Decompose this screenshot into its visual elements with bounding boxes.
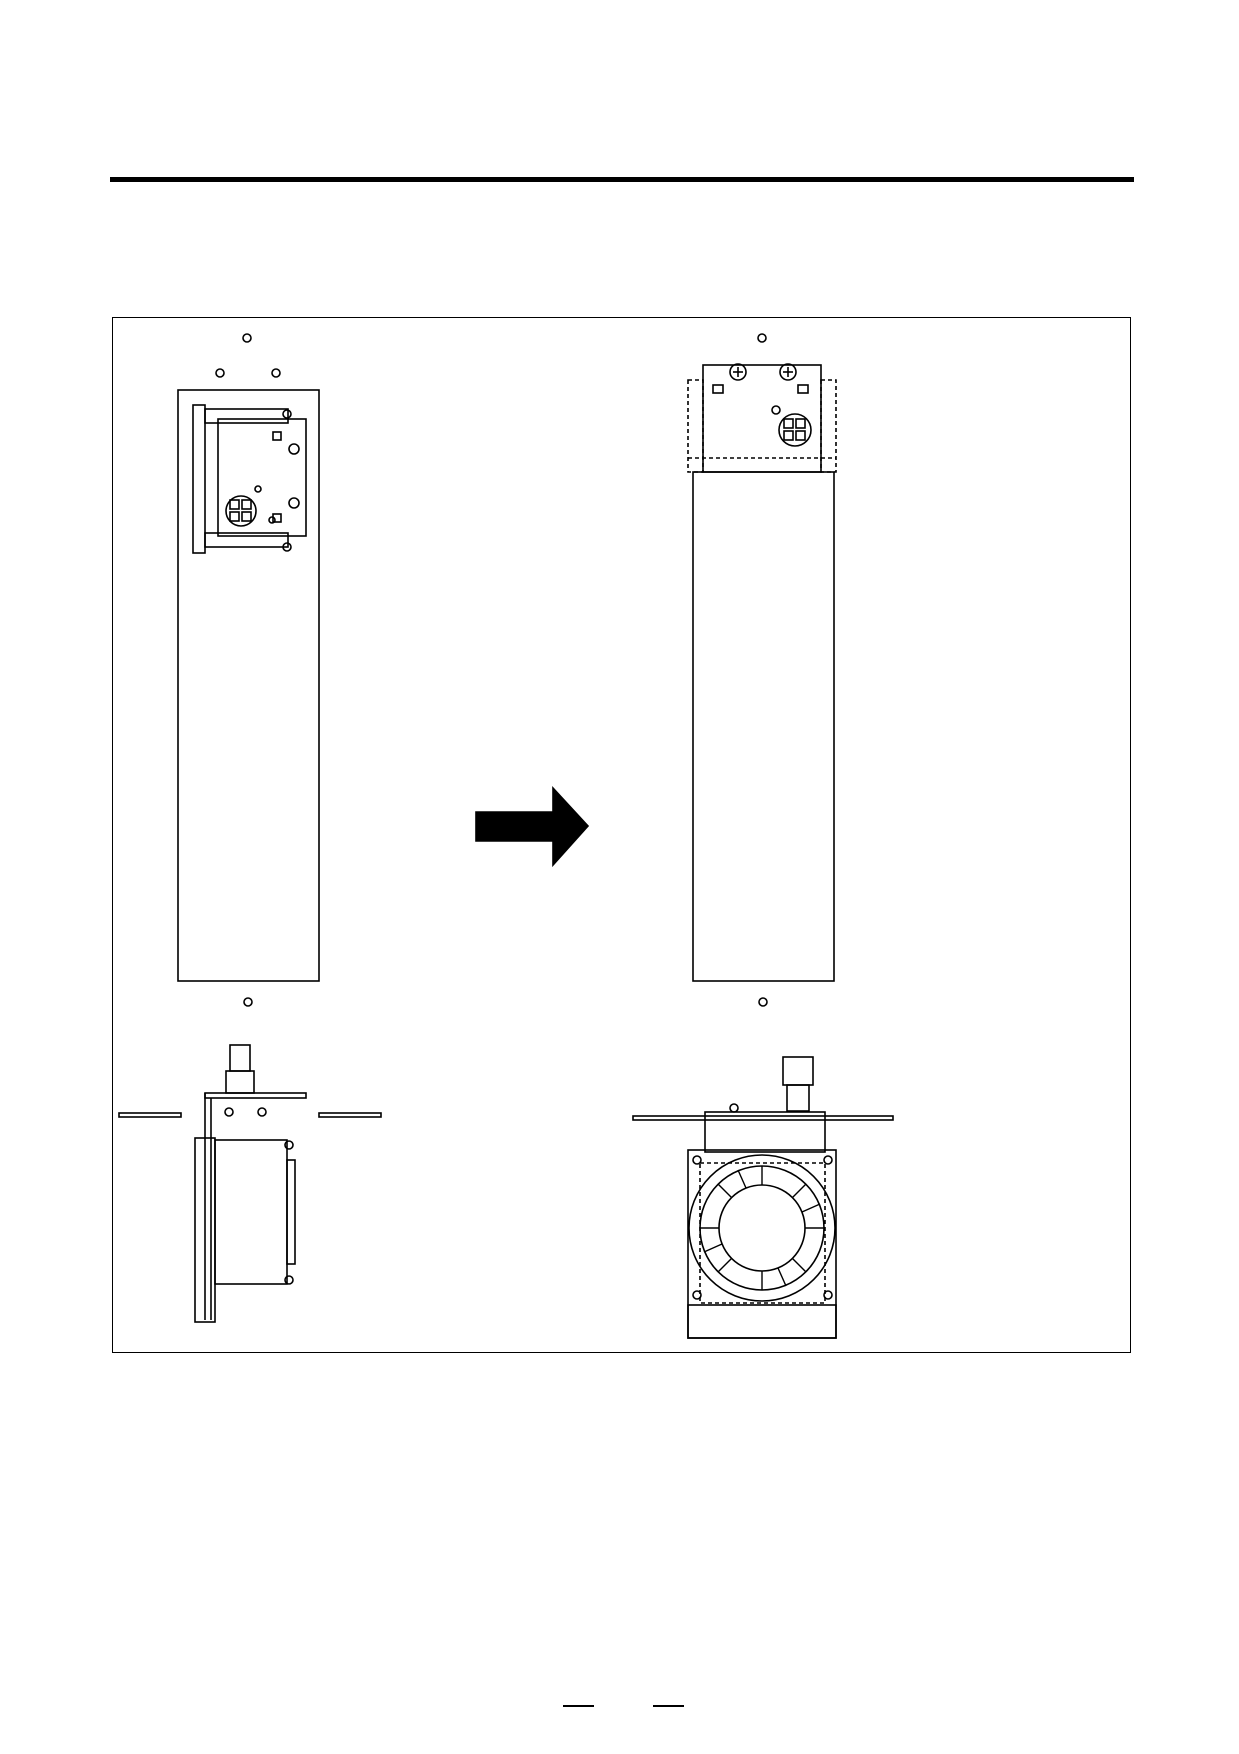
header-rule [110, 177, 1134, 182]
left-side-view [118, 1044, 382, 1323]
direction-arrow [475, 785, 590, 868]
footer-page-mark-right [653, 1705, 684, 1707]
figure-frame [112, 317, 1131, 1353]
right-side-view [632, 1056, 894, 1339]
left-front-view [177, 333, 320, 1007]
right-front-view [687, 333, 837, 1007]
footer-page-mark-left [563, 1705, 594, 1707]
